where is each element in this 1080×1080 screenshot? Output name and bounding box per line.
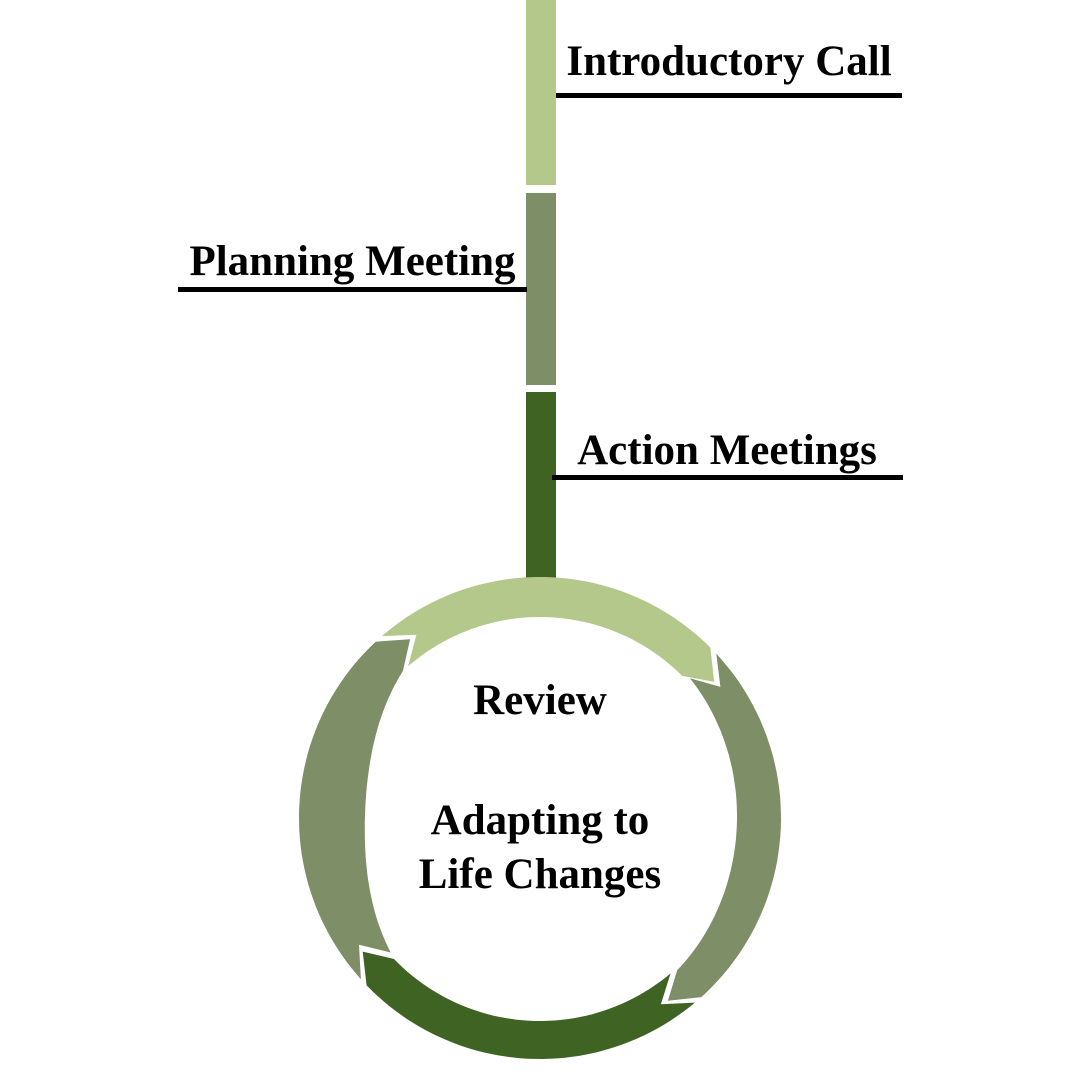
step-label-planning-meeting: Planning Meeting	[189, 238, 516, 285]
step-label-introductory-call: Introductory Call	[566, 38, 892, 85]
cycle-arc-top	[381, 577, 715, 682]
step-underline-action-meetings	[552, 475, 903, 480]
timeline-segment-action-meetings	[526, 392, 556, 579]
timeline-segment-introductory-call	[526, 0, 556, 185]
cycle-center-text-line-1: Adapting to	[430, 797, 650, 844]
cycle-center-text-line-2: Life Changes	[418, 851, 662, 898]
cycle-center-text: Adapting to Life Changes	[240, 794, 840, 902]
cycle-arc-right	[667, 653, 781, 1001]
cycle-arc-bottom	[362, 951, 695, 1059]
step-underline-introductory-call	[556, 93, 902, 98]
step-label-action-meetings: Action Meetings	[577, 427, 877, 474]
timeline-segment-planning-meeting	[526, 193, 556, 385]
cycle-arc-left	[299, 639, 411, 980]
step-underline-planning-meeting	[178, 287, 527, 292]
cycle-center-label: Review	[473, 677, 607, 724]
